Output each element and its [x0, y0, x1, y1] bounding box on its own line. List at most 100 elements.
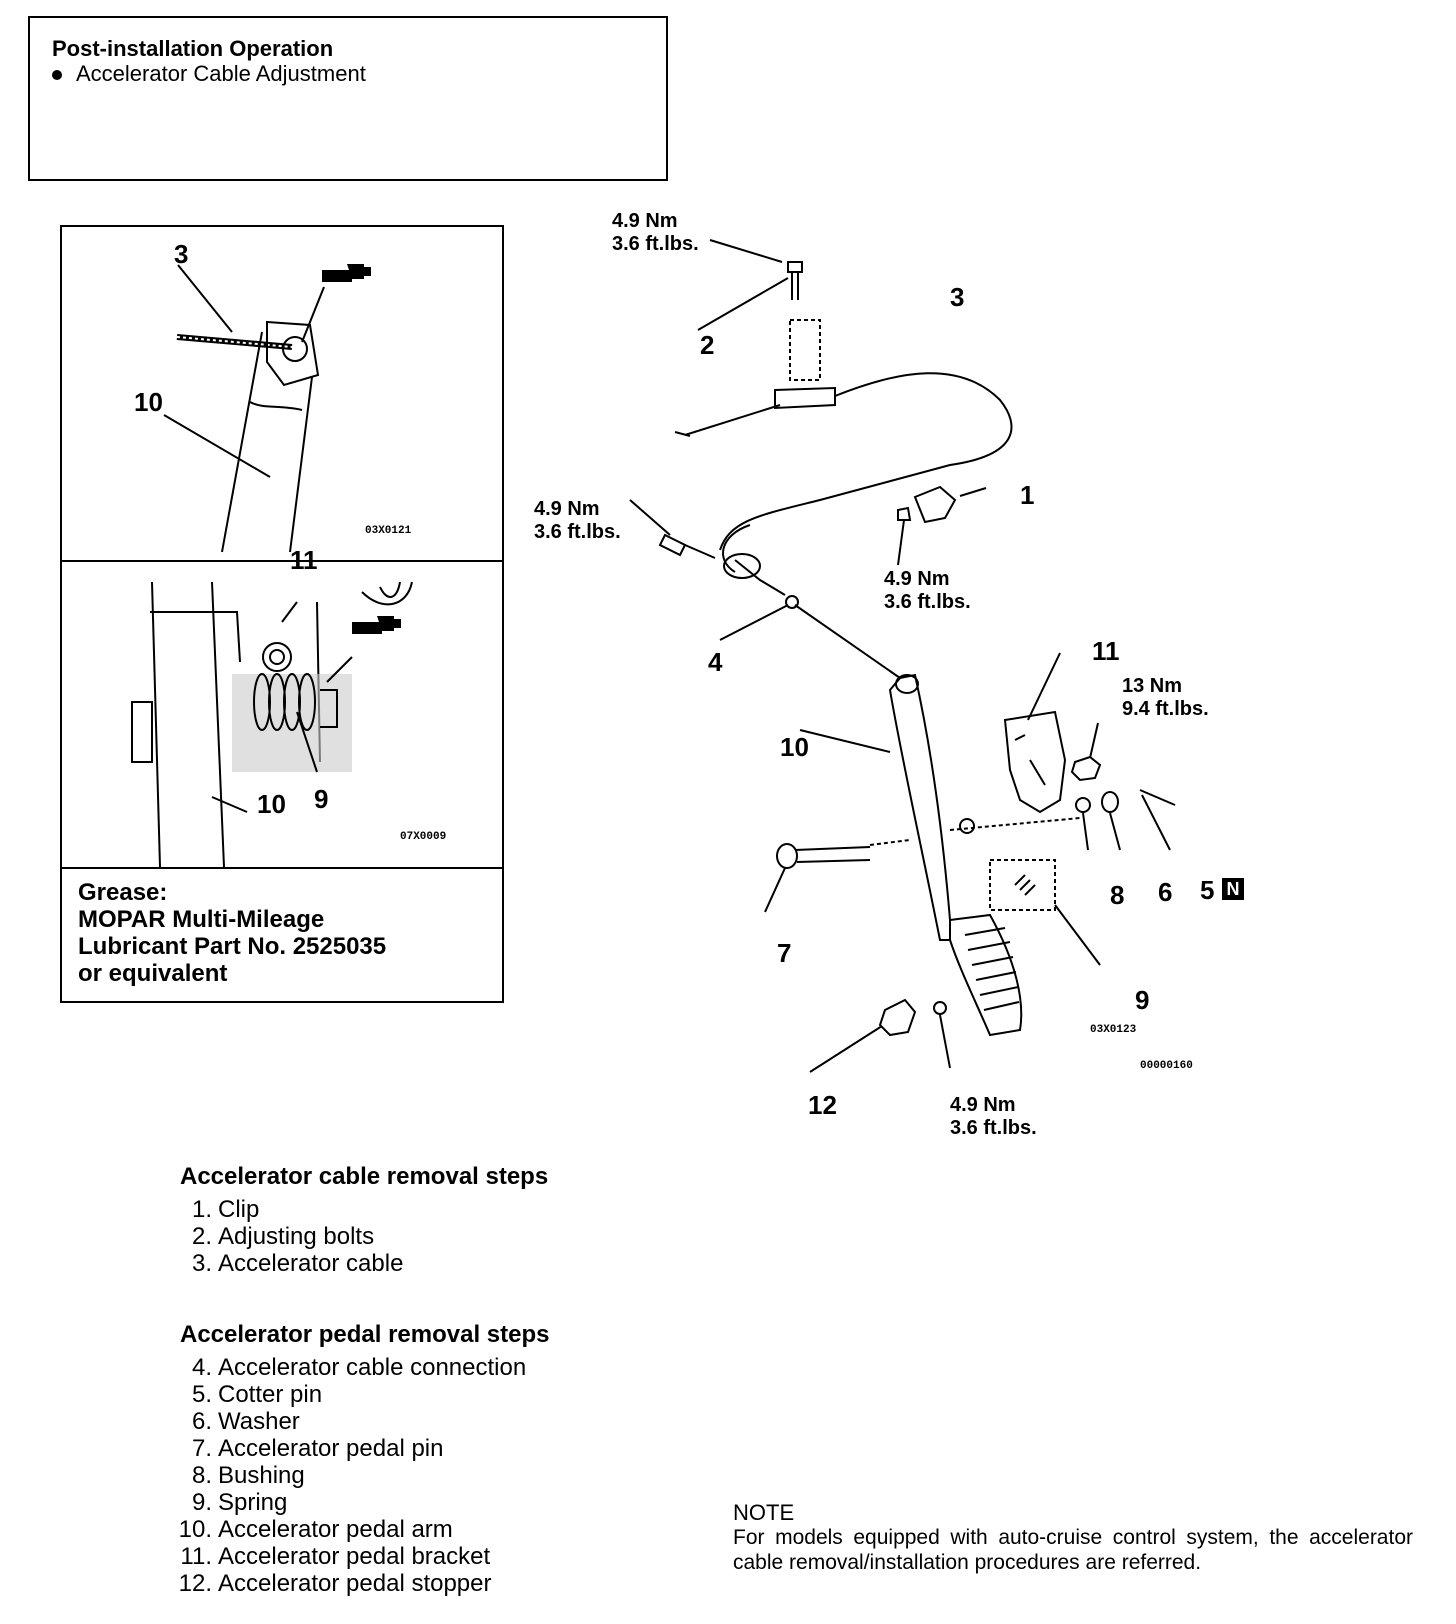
- callout-8: 8: [1110, 880, 1125, 910]
- inset-top-code: 03X0121: [365, 525, 412, 537]
- callout-6: 6: [1158, 877, 1173, 907]
- torque-e-nm: 4.9 Nm: [950, 1094, 1016, 1116]
- list-item: 1.Clip: [166, 1196, 548, 1223]
- grease-gun-icon-2: [352, 616, 401, 634]
- torque-label-stopper: 4.9 Nm 3.6 ft.lbs.: [950, 1094, 1037, 1140]
- cable-end-illustration: [163, 264, 371, 553]
- step-number: 8.: [191, 1462, 212, 1489]
- step-number: 1.: [191, 1196, 212, 1223]
- n-mark-icon: N: [1222, 878, 1244, 900]
- torque-label-clip: 4.9 Nm 3.6 ft.lbs.: [884, 568, 971, 614]
- step-text: Washer: [218, 1408, 300, 1435]
- step-text: Spring: [218, 1489, 288, 1516]
- step-number: 2.: [191, 1223, 212, 1250]
- callout-12: 12: [808, 1090, 837, 1120]
- step-text: Accelerator cable: [218, 1250, 404, 1277]
- callout-11: 11: [1092, 636, 1120, 666]
- cable-removal-steps: Accelerator cable removal steps 1.Clip 2…: [166, 1163, 548, 1277]
- step-text: Accelerator pedal pin: [218, 1435, 444, 1462]
- torque-c-ft: 3.6 ft.lbs.: [884, 591, 971, 613]
- step-text: Accelerator pedal arm: [218, 1516, 453, 1543]
- list-item: 3.Accelerator cable: [166, 1250, 548, 1277]
- note-title: NOTE: [733, 1500, 795, 1525]
- inset-divider-1: [62, 560, 502, 562]
- list-item: 10.Accelerator pedal arm: [166, 1516, 550, 1543]
- n-mark-text: N: [1226, 879, 1240, 899]
- grease-gun-icon: [322, 264, 371, 282]
- step-number: 9.: [191, 1489, 212, 1516]
- torque-d-nm: 13 Nm: [1122, 675, 1183, 697]
- list-item: 2.Adjusting bolts: [166, 1223, 548, 1250]
- list-item: 4.Accelerator cable connection: [166, 1354, 550, 1381]
- callout-10: 10: [780, 732, 809, 762]
- inset-top-label-3: 3: [174, 239, 189, 269]
- torque-b-ft: 3.6 ft.lbs.: [534, 521, 621, 543]
- fig-number: 00000160: [1140, 1060, 1193, 1072]
- step-number: 7.: [191, 1435, 212, 1462]
- main-code: 03X0123: [1090, 1024, 1137, 1036]
- list-item: 6.Washer: [166, 1408, 550, 1435]
- step-text: Adjusting bolts: [218, 1223, 375, 1250]
- pedal-removal-steps: Accelerator pedal removal steps 4.Accele…: [166, 1321, 550, 1597]
- inset-divider-2: [62, 867, 502, 869]
- step-number: 3.: [191, 1250, 212, 1277]
- inset-top-label-10: 10: [134, 387, 163, 417]
- grease-line-2: MOPAR Multi-Mileage: [78, 906, 325, 933]
- step-number: 5.: [191, 1381, 212, 1408]
- cable-steps-heading: Accelerator cable removal steps: [180, 1163, 549, 1190]
- grease-line-1: Grease:: [78, 879, 168, 906]
- list-item: 12.Accelerator pedal stopper: [166, 1570, 550, 1597]
- pedal-steps-list: 4.Accelerator cable connection 5.Cotter …: [166, 1354, 550, 1597]
- post-installation-item-text: Accelerator Cable Adjustment: [76, 61, 366, 86]
- list-item: 8.Bushing: [166, 1462, 550, 1489]
- torque-label-bolt-2: 4.9 Nm 3.6 ft.lbs.: [612, 210, 699, 256]
- step-number: 11.: [180, 1543, 212, 1570]
- cable-steps-list: 1.Clip 2.Adjusting bolts 3.Accelerator c…: [166, 1196, 548, 1277]
- callout-3: 3: [950, 282, 965, 312]
- step-number: 4.: [191, 1354, 212, 1381]
- list-item: 5.Cotter pin: [166, 1381, 550, 1408]
- torque-c-nm: 4.9 Nm: [884, 568, 950, 590]
- step-text: Accelerator pedal bracket: [218, 1543, 491, 1570]
- step-number: 6.: [191, 1408, 212, 1435]
- callout-9: 9: [1135, 985, 1150, 1015]
- pedal-steps-heading: Accelerator pedal removal steps: [180, 1321, 550, 1348]
- grease-spec: Grease: MOPAR Multi-Mileage Lubricant Pa…: [78, 879, 386, 987]
- callout-5: 5: [1200, 875, 1215, 905]
- inset-bottom-label-10: 10: [257, 789, 286, 819]
- torque-a-ft: 3.6 ft.lbs.: [612, 233, 699, 255]
- torque-d-ft: 9.4 ft.lbs.: [1122, 698, 1209, 720]
- torque-a-nm: 4.9 Nm: [612, 210, 678, 232]
- step-text: Accelerator cable connection: [218, 1354, 527, 1381]
- callout-7: 7: [777, 938, 792, 968]
- grease-line-4: or equivalent: [78, 960, 228, 987]
- post-installation-title: Post-installation Operation: [52, 36, 334, 61]
- grease-inset-panel: 3 10 03X0121: [60, 225, 504, 1003]
- step-text: Cotter pin: [218, 1381, 323, 1408]
- inset-bottom-code: 07X0009: [400, 831, 447, 843]
- post-installation-item: Accelerator Cable Adjustment: [52, 61, 366, 87]
- list-item: 7.Accelerator pedal pin: [166, 1435, 550, 1462]
- torque-label-nut: 13 Nm 9.4 ft.lbs.: [1122, 675, 1209, 721]
- step-text: Accelerator pedal stopper: [218, 1570, 492, 1597]
- grease-line-3: Lubricant Part No. 2525035: [78, 933, 387, 960]
- callout-2: 2: [700, 330, 715, 360]
- callout-4: 4: [708, 647, 723, 677]
- bullet-icon: [52, 70, 62, 81]
- list-item: 11.Accelerator pedal bracket: [166, 1543, 550, 1570]
- torque-e-ft: 3.6 ft.lbs.: [950, 1117, 1037, 1139]
- inset-bottom-label-11: 11: [290, 545, 318, 575]
- torque-b-nm: 4.9 Nm: [534, 498, 600, 520]
- note-text: For models equipped with auto-cruise con…: [733, 1526, 1413, 1574]
- inset-bottom-label-9: 9: [314, 784, 329, 814]
- callout-1: 1: [1020, 480, 1035, 510]
- step-text: Bushing: [218, 1462, 305, 1489]
- list-item: 9.Spring: [166, 1489, 550, 1516]
- spring-illustration: [131, 581, 413, 868]
- post-installation-box: Post-installation Operation Accelerator …: [28, 16, 668, 181]
- exploded-diagram: 03X0123 00000160: [629, 239, 1193, 1073]
- step-text: Clip: [218, 1196, 260, 1223]
- torque-label-cable: 4.9 Nm 3.6 ft.lbs.: [534, 498, 621, 544]
- step-number: 12.: [178, 1570, 212, 1597]
- step-number: 10.: [178, 1516, 212, 1543]
